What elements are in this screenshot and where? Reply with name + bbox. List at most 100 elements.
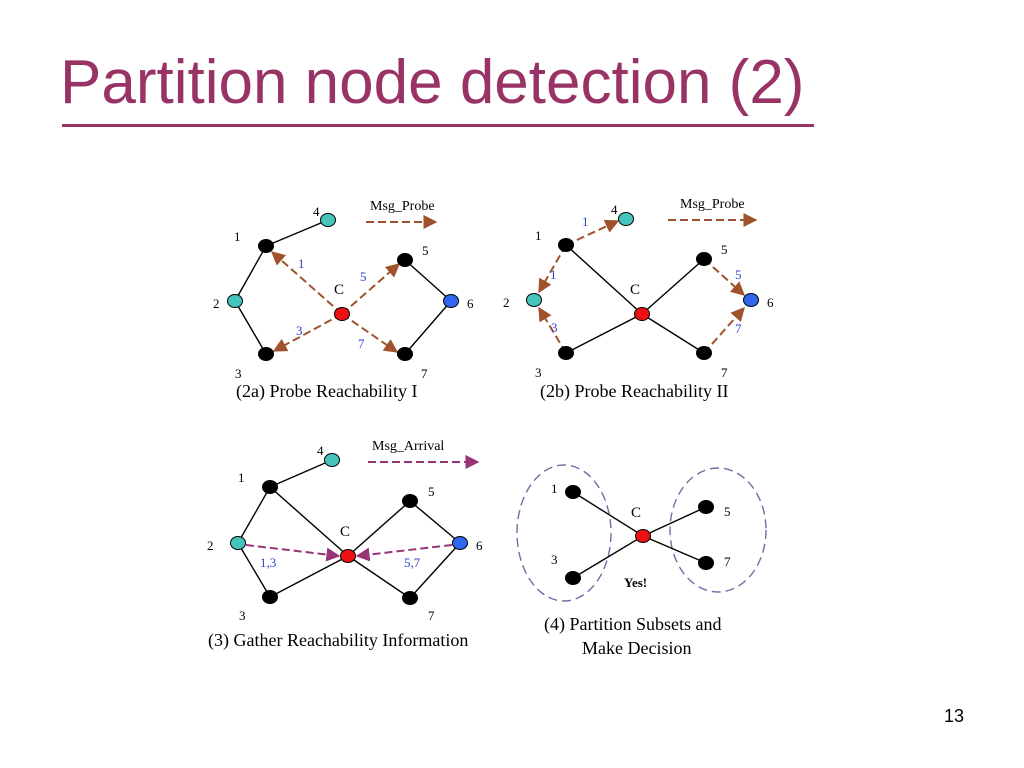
edge-1-c (565, 244, 643, 315)
node-c (635, 529, 651, 543)
label-node-4: 4 (317, 443, 324, 458)
legend-msg-probe: Msg_Probe (680, 197, 745, 212)
node-7 (397, 347, 413, 361)
caption-4-line1: (4) Partition Subsets and (544, 614, 722, 635)
label-node-2: 2 (207, 538, 214, 553)
panel-4: 1 3 5 7 C Yes! (4) Partition Subsets and… (516, 464, 767, 658)
probe-arrow-c-1 (270, 251, 343, 315)
label-node-3: 3 (551, 552, 558, 567)
node-6 (743, 293, 759, 307)
node-5 (698, 500, 714, 514)
probe-label-3-2: 3 (551, 320, 558, 335)
edge-6-7 (409, 542, 461, 599)
subset-right-ellipse (669, 467, 767, 593)
edge-5-6 (404, 259, 452, 302)
node-6 (452, 536, 468, 550)
edge-1-4 (265, 219, 329, 247)
edge-1-4 (269, 459, 333, 488)
probe-arrow-c-3 (272, 313, 343, 352)
slide-title: Partition node detection (2) (60, 48, 805, 117)
node-3 (558, 346, 574, 360)
label-node-5: 5 (428, 484, 435, 499)
node-5 (397, 253, 413, 267)
probe-arrow-3-2 (538, 306, 567, 354)
node-4 (618, 212, 634, 226)
edge-1-2 (234, 245, 267, 302)
label-node-c: C (630, 282, 640, 298)
label-node-c: C (340, 524, 350, 540)
probe-label-3: 3 (296, 323, 303, 338)
edge-3-c (269, 555, 349, 598)
node-1 (565, 485, 581, 499)
caption-3: (3) Gather Reachability Information (208, 630, 468, 651)
edge-1-c (269, 486, 349, 557)
probe-arrow-c-7 (341, 313, 399, 353)
panel-3: 1 2 3 4 5 6 7 C 1,3 5,7 Msg_Arrival (3) … (207, 439, 483, 651)
edge-c-7 (641, 313, 705, 354)
label-node-3: 3 (535, 365, 542, 380)
edge-1-2 (237, 486, 271, 544)
label-node-2: 2 (213, 296, 220, 311)
edge-c-5 (347, 500, 411, 557)
node-1 (258, 239, 274, 253)
node-2 (526, 293, 542, 307)
panel-2a: 1 2 3 4 5 6 7 C 1 3 5 7 Msg_Probe (2a) P… (213, 199, 474, 402)
probe-label-1-2: 1 (550, 267, 557, 282)
node-7 (696, 346, 712, 360)
caption-2a: (2a) Probe Reachability I (236, 381, 417, 402)
node-c (334, 307, 350, 321)
node-c (340, 549, 356, 563)
node-4 (324, 453, 340, 467)
edge-6-7 (404, 300, 452, 355)
label-node-1: 1 (535, 228, 542, 243)
node-4 (320, 213, 336, 227)
label-node-7: 7 (721, 365, 728, 380)
edge-c-7 (642, 535, 707, 564)
decision-yes: Yes! (624, 575, 647, 590)
label-node-c: C (334, 282, 344, 298)
edge-2-3 (234, 300, 267, 355)
probe-label-7: 7 (358, 336, 365, 351)
node-5 (696, 252, 712, 266)
caption-4-line2: Make Decision (582, 638, 691, 658)
arrival-arrow-2-c (245, 544, 341, 562)
probe-arrow-c-5 (341, 263, 401, 315)
caption-2b: (2b) Probe Reachability II (540, 381, 728, 402)
edge-c-5 (642, 506, 707, 537)
edge-3-c (572, 535, 644, 579)
label-node-3: 3 (239, 608, 246, 623)
probe-arrow-1-4 (565, 219, 620, 246)
label-node-1: 1 (234, 229, 241, 244)
node-c (634, 307, 650, 321)
edge-5-6 (409, 500, 461, 544)
arrival-label-left: 1,3 (260, 555, 276, 570)
label-node-5: 5 (422, 243, 429, 258)
label-node-4: 4 (611, 202, 618, 217)
label-node-3: 3 (235, 366, 242, 381)
node-3 (262, 590, 278, 604)
probe-label-5: 5 (360, 269, 367, 284)
label-node-5: 5 (724, 504, 731, 519)
label-node-7: 7 (428, 608, 435, 623)
label-node-6: 6 (767, 295, 774, 310)
node-7 (402, 591, 418, 605)
title-underline (62, 124, 814, 127)
panel-2b: 1 2 3 4 5 6 7 C 1 1 3 5 7 Msg_Probe (2b)… (503, 197, 774, 402)
label-node-5: 5 (721, 242, 728, 257)
label-node-2: 2 (503, 295, 510, 310)
legend-msg-probe: Msg_Probe (370, 199, 435, 214)
node-1 (558, 238, 574, 252)
label-node-7: 7 (724, 554, 731, 569)
probe-label-1: 1 (298, 256, 305, 271)
node-3 (258, 347, 274, 361)
node-3 (565, 571, 581, 585)
legend-msg-arrival: Msg_Arrival (372, 439, 444, 454)
page-number: 13 (943, 706, 964, 726)
label-node-7: 7 (421, 366, 428, 381)
arrival-label-right: 5,7 (404, 555, 421, 570)
probe-label-5-6: 5 (735, 267, 742, 282)
probe-arrow-1-2 (538, 244, 567, 294)
node-5 (402, 494, 418, 508)
label-node-6: 6 (476, 538, 483, 553)
